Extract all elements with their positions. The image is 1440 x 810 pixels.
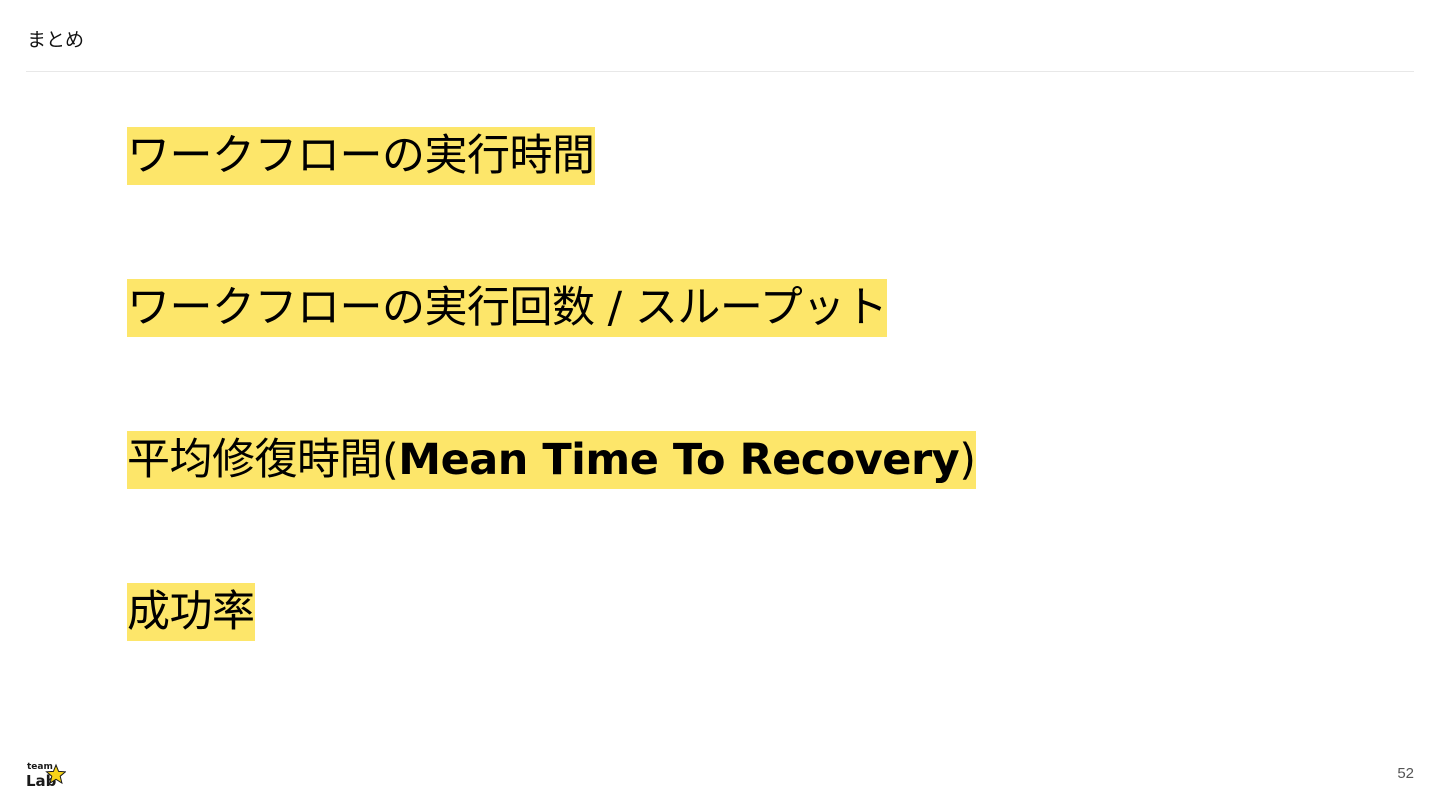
list-item: 成功率 [127,583,976,735]
teamlab-logo: team Lab [26,762,66,789]
list-item: 平均修復時間(Mean Time To Recovery) [127,431,976,583]
logo-text-bottom: Lab [26,772,57,789]
star-icon [45,763,66,785]
metric-workflow-execution-time: ワークフローの実行時間 [127,127,595,185]
list-item: ワークフローの実行時間 [127,127,976,279]
metric-workflow-execution-count: ワークフローの実行回数 / スループット [127,279,888,337]
metric-mttr-close: ) [959,435,976,485]
metric-success-rate: 成功率 [127,583,255,641]
metrics-list: ワークフローの実行時間 ワークフローの実行回数 / スループット 平均修復時間(… [127,127,976,735]
metric-mttr-latin: Mean Time To Recovery [398,435,960,485]
page-number: 52 [1397,765,1414,782]
metric-mttr: 平均修復時間(Mean Time To Recovery) [127,431,976,489]
header-divider [26,71,1414,72]
metric-mttr-label: 平均修復時間( [127,435,399,485]
logo-text-top: team [27,762,53,772]
list-item: ワークフローの実行回数 / スループット [127,279,976,431]
section-title: まとめ [27,29,85,51]
